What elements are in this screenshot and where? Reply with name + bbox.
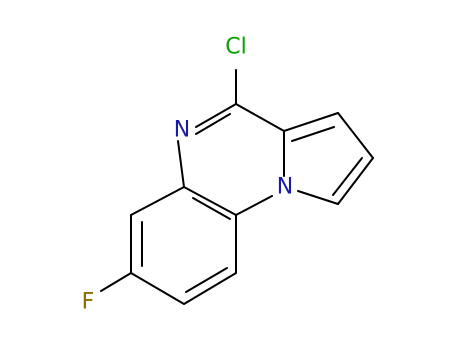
atom-label-nitrogen-ring: N	[174, 118, 190, 143]
bond-n5-c5a	[177, 140, 185, 188]
atom-label-fluorine: F	[82, 290, 95, 315]
bond-c3-c2	[337, 112, 374, 159]
atom-label-nitrogen-bridgehead: N	[277, 175, 293, 200]
bond-n10-c9a	[235, 195, 273, 216]
bond-c4-n5-double-a	[195, 103, 237, 128]
atom-label-chlorine: Cl	[225, 35, 246, 60]
bond-c3a-c3	[283, 112, 339, 132]
bond-c7-c8	[130, 272, 185, 305]
bond-c4-c3a	[235, 103, 285, 132]
bond-c8-c9	[183, 272, 237, 305]
bond-c5a-c9a-inner	[192, 197, 231, 220]
bond-c5a-c9a	[183, 186, 237, 216]
bond-c4-n5-double-b	[195, 113, 231, 135]
bond-c3a-c3-inner	[291, 126, 335, 142]
bond-c1-n10	[297, 190, 339, 205]
bond-c2-c1-inner	[332, 157, 363, 196]
bond-c8-c9-inner	[185, 267, 228, 293]
bond-c7-f	[100, 272, 132, 292]
bond-c5a-c6	[130, 186, 185, 216]
bond-c2-c1	[337, 157, 374, 205]
